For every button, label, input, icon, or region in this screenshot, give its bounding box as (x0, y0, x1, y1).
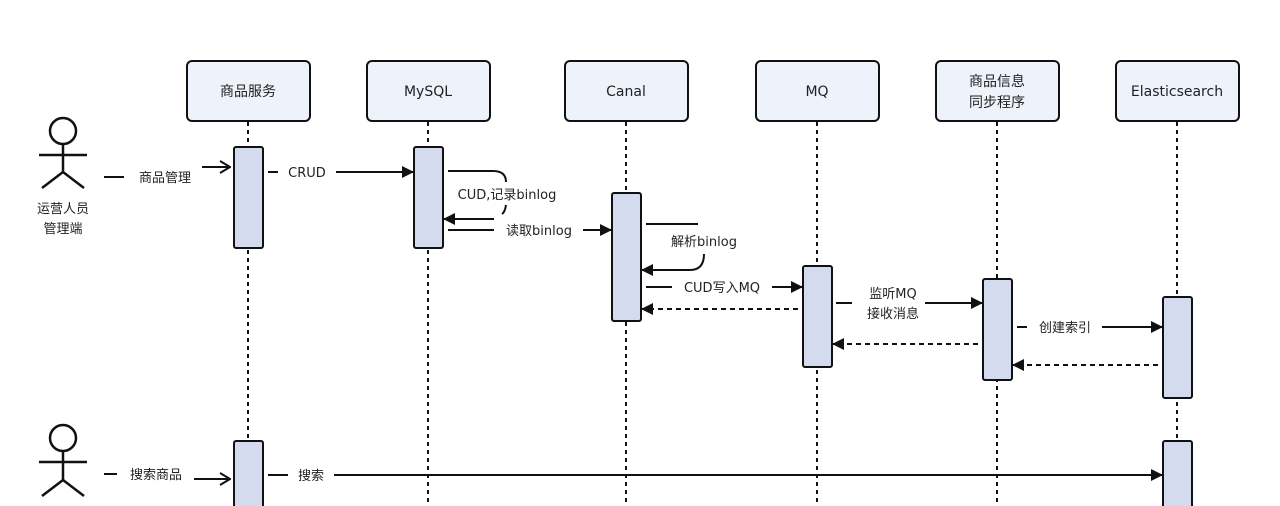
message-label-parse-binlog: 解析binlog (671, 235, 737, 250)
message-label-search: 搜索 (298, 469, 324, 484)
actor-label-line1: 运营人员 (37, 202, 89, 217)
actor-label-line2: 管理端 (43, 222, 82, 237)
participant-mysql[interactable]: MySQL (366, 60, 491, 122)
message-label-listen-mq-line1: 监听MQ (869, 287, 916, 302)
actor-admin-client[interactable] (39, 116, 87, 189)
message-label-read-binlog: 读取binlog (506, 224, 572, 239)
activation-product-service-2[interactable] (233, 440, 264, 506)
message-self-parse-binlog-return (641, 253, 705, 276)
lifelines (247, 122, 1178, 506)
participant-sync-program[interactable]: 商品信息 同步程序 (935, 60, 1060, 122)
message-label-cud-write-mq: CUD写入MQ (684, 281, 760, 296)
activation-sync-program-1[interactable] (982, 278, 1013, 381)
activation-product-service-1[interactable] (233, 146, 264, 249)
messages (104, 167, 1163, 479)
actor-head-icon (48, 423, 78, 453)
participant-label-line2: 同步程序 (969, 95, 1025, 111)
participant-product-service[interactable]: 商品服务 (186, 60, 311, 122)
message-label-search-product: 搜索商品 (130, 468, 182, 483)
message-self-cud-record-binlog (448, 170, 507, 183)
activations (233, 146, 1193, 506)
message-label-cud-record-binlog: CUD,记录binlog (458, 188, 557, 203)
activation-canal-1[interactable] (611, 192, 642, 322)
actor-head-icon (48, 116, 78, 146)
actor-user[interactable] (39, 423, 87, 497)
participant-label: MySQL (404, 84, 452, 100)
activation-mq-1[interactable] (802, 265, 833, 368)
participant-elasticsearch[interactable]: Elasticsearch (1115, 60, 1240, 122)
message-label-create-index: 创建索引 (1039, 321, 1091, 336)
participant-canal[interactable]: Canal (564, 60, 689, 122)
activation-elasticsearch-1[interactable] (1162, 296, 1193, 399)
participant-label: Canal (606, 84, 646, 100)
activation-elasticsearch-2[interactable] (1162, 440, 1193, 506)
participant-label: 商品服务 (220, 84, 276, 100)
message-self-cud-record-binlog-return (501, 204, 507, 215)
message-label-product-management: 商品管理 (139, 171, 191, 186)
activation-mysql-1[interactable] (413, 146, 444, 249)
participant-label: MQ (805, 84, 828, 100)
participant-label: Elasticsearch (1131, 84, 1223, 100)
participant-mq[interactable]: MQ (755, 60, 880, 122)
message-label-listen-mq-line2: 接收消息 (867, 306, 919, 322)
message-labels: 商品管理 CRUD CUD,记录binlog 读取binlog 解析binlog… (130, 166, 1091, 484)
message-label-crud: CRUD (288, 166, 326, 181)
participant-label-line1: 商品信息 (969, 73, 1025, 90)
